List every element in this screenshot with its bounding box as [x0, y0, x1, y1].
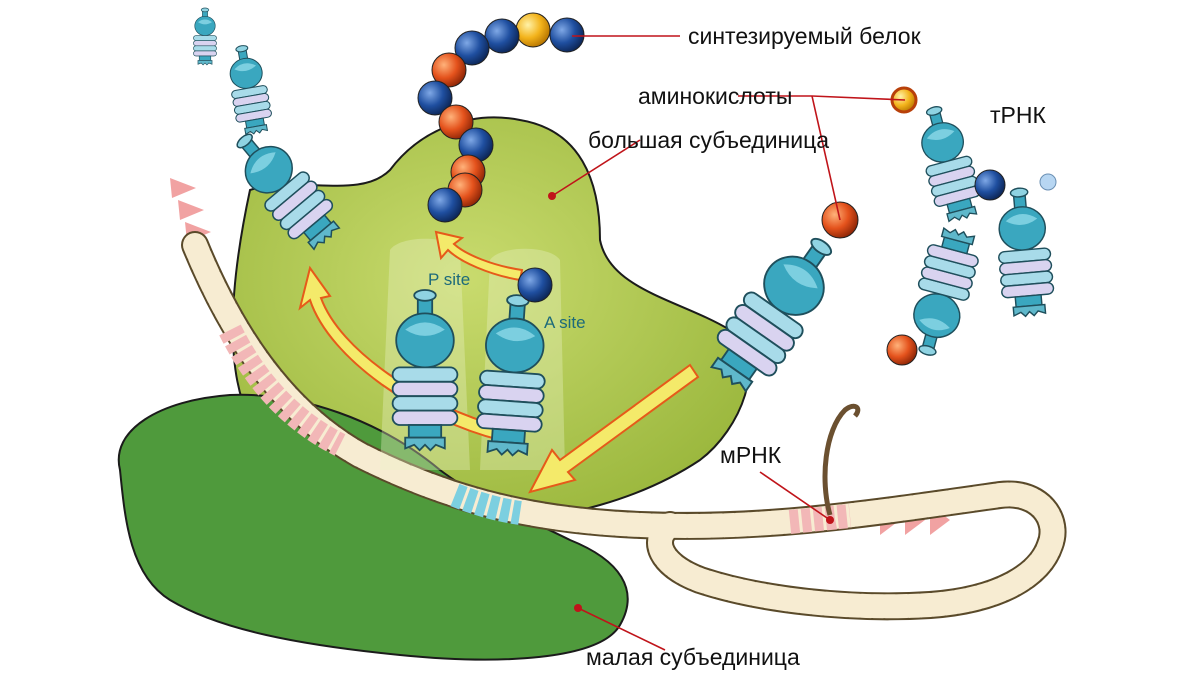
- amino-acid-bead: [427, 187, 463, 223]
- trna-free-group: [886, 86, 1057, 366]
- trna-floating-small: [193, 7, 275, 138]
- label-small-subunit: малая субъединица: [586, 644, 800, 670]
- a-site-label: A site: [544, 313, 586, 332]
- amino-acid-bead: [417, 80, 453, 116]
- leader-lines: [548, 35, 906, 651]
- p-site-label: P site: [428, 270, 470, 289]
- label-large-subunit: большая субъединица: [588, 127, 829, 153]
- trna-entering: [698, 201, 859, 402]
- amino-acid-free-4: [1039, 173, 1057, 191]
- label-protein: синтезируемый белок: [688, 23, 922, 49]
- trna-a-site: [473, 267, 553, 459]
- amino-acid-bead: [484, 18, 520, 54]
- small-subunit-shape: [117, 393, 629, 661]
- amino-acid-bead: [454, 30, 490, 66]
- amino-acid-bead: [431, 52, 467, 88]
- label-amino-acids: аминокислоты: [638, 83, 792, 109]
- amino-acid-free-3: [886, 334, 918, 366]
- amino-acid-free-2: [974, 169, 1006, 201]
- protein-chain: [417, 12, 585, 223]
- amino-acid-bead: [515, 12, 551, 48]
- label-trna: тРНК: [990, 102, 1046, 128]
- amino-acid-bead: [549, 17, 585, 53]
- amino-acid-bead: [438, 104, 474, 140]
- mrna-strand: [181, 231, 1067, 621]
- label-mrna: мРНК: [720, 442, 782, 468]
- amino-acid-a-site: [517, 267, 553, 303]
